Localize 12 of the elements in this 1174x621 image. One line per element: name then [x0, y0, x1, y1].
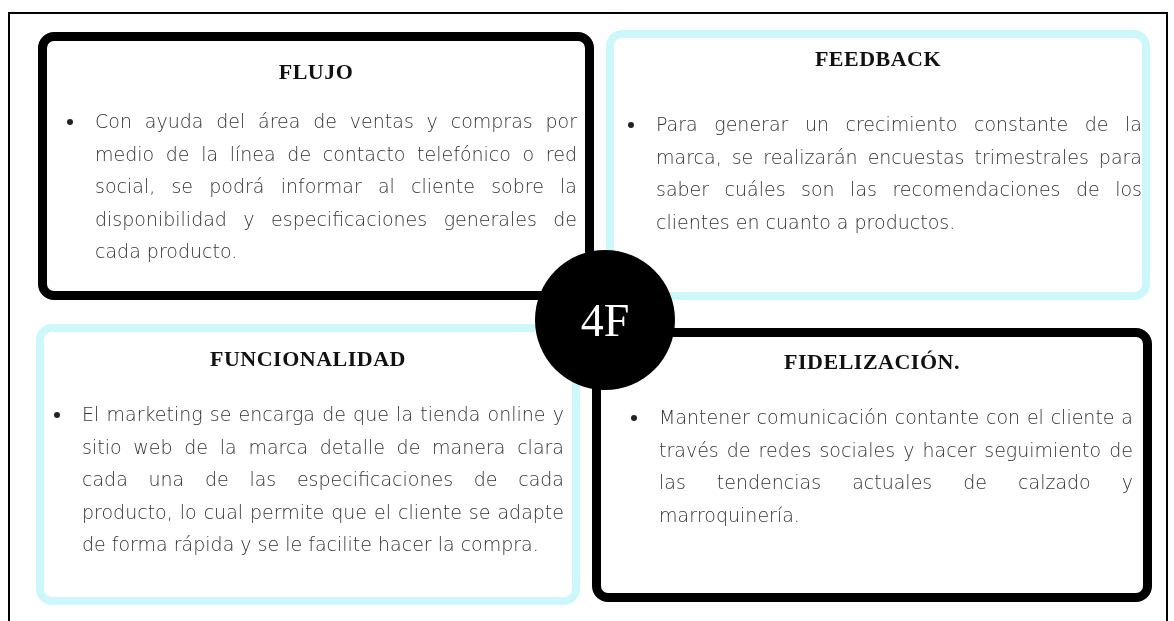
- bullet-text: El marketing se encarga de que la tienda online y sitio web de la marca detalle de manera clara cada una de las especificaciones de cada producto, lo cual permite que el cliente se adapte de forma rápida y se le facilite hacer la compra.: [44, 398, 564, 561]
- quadrant-card: [38, 32, 594, 300]
- bullet-text: Con ayuda del área de ventas y compras por medio de la línea de contacto telefónico o red social, se podrá informar al cliente sobre la disponibilidad y especificaciones generales de cada producto.: [57, 105, 577, 268]
- card-heading: FUNCIONALIDAD: [209, 346, 407, 372]
- card-heading: FIDELIZACIÓN.: [783, 349, 961, 375]
- card-heading: FLUJO: [277, 59, 355, 85]
- quadrant-card: [36, 324, 580, 605]
- quadrant-card: [606, 30, 1150, 300]
- bullet-text: Mantener comunicación contante con el cliente a través de redes sociales y hacer seguimiento de las tendencias actuales de calzado y marroquinería.: [621, 401, 1133, 531]
- bullet-text: Para generar un crecimiento constante de la marca, se realizarán encuestas trimestrales para saber cuáles son las recomendaciones de los clientes en cuanto a productos.: [618, 108, 1142, 238]
- center-label: 4F: [580, 293, 630, 347]
- card-heading: FEEDBACK: [813, 46, 943, 72]
